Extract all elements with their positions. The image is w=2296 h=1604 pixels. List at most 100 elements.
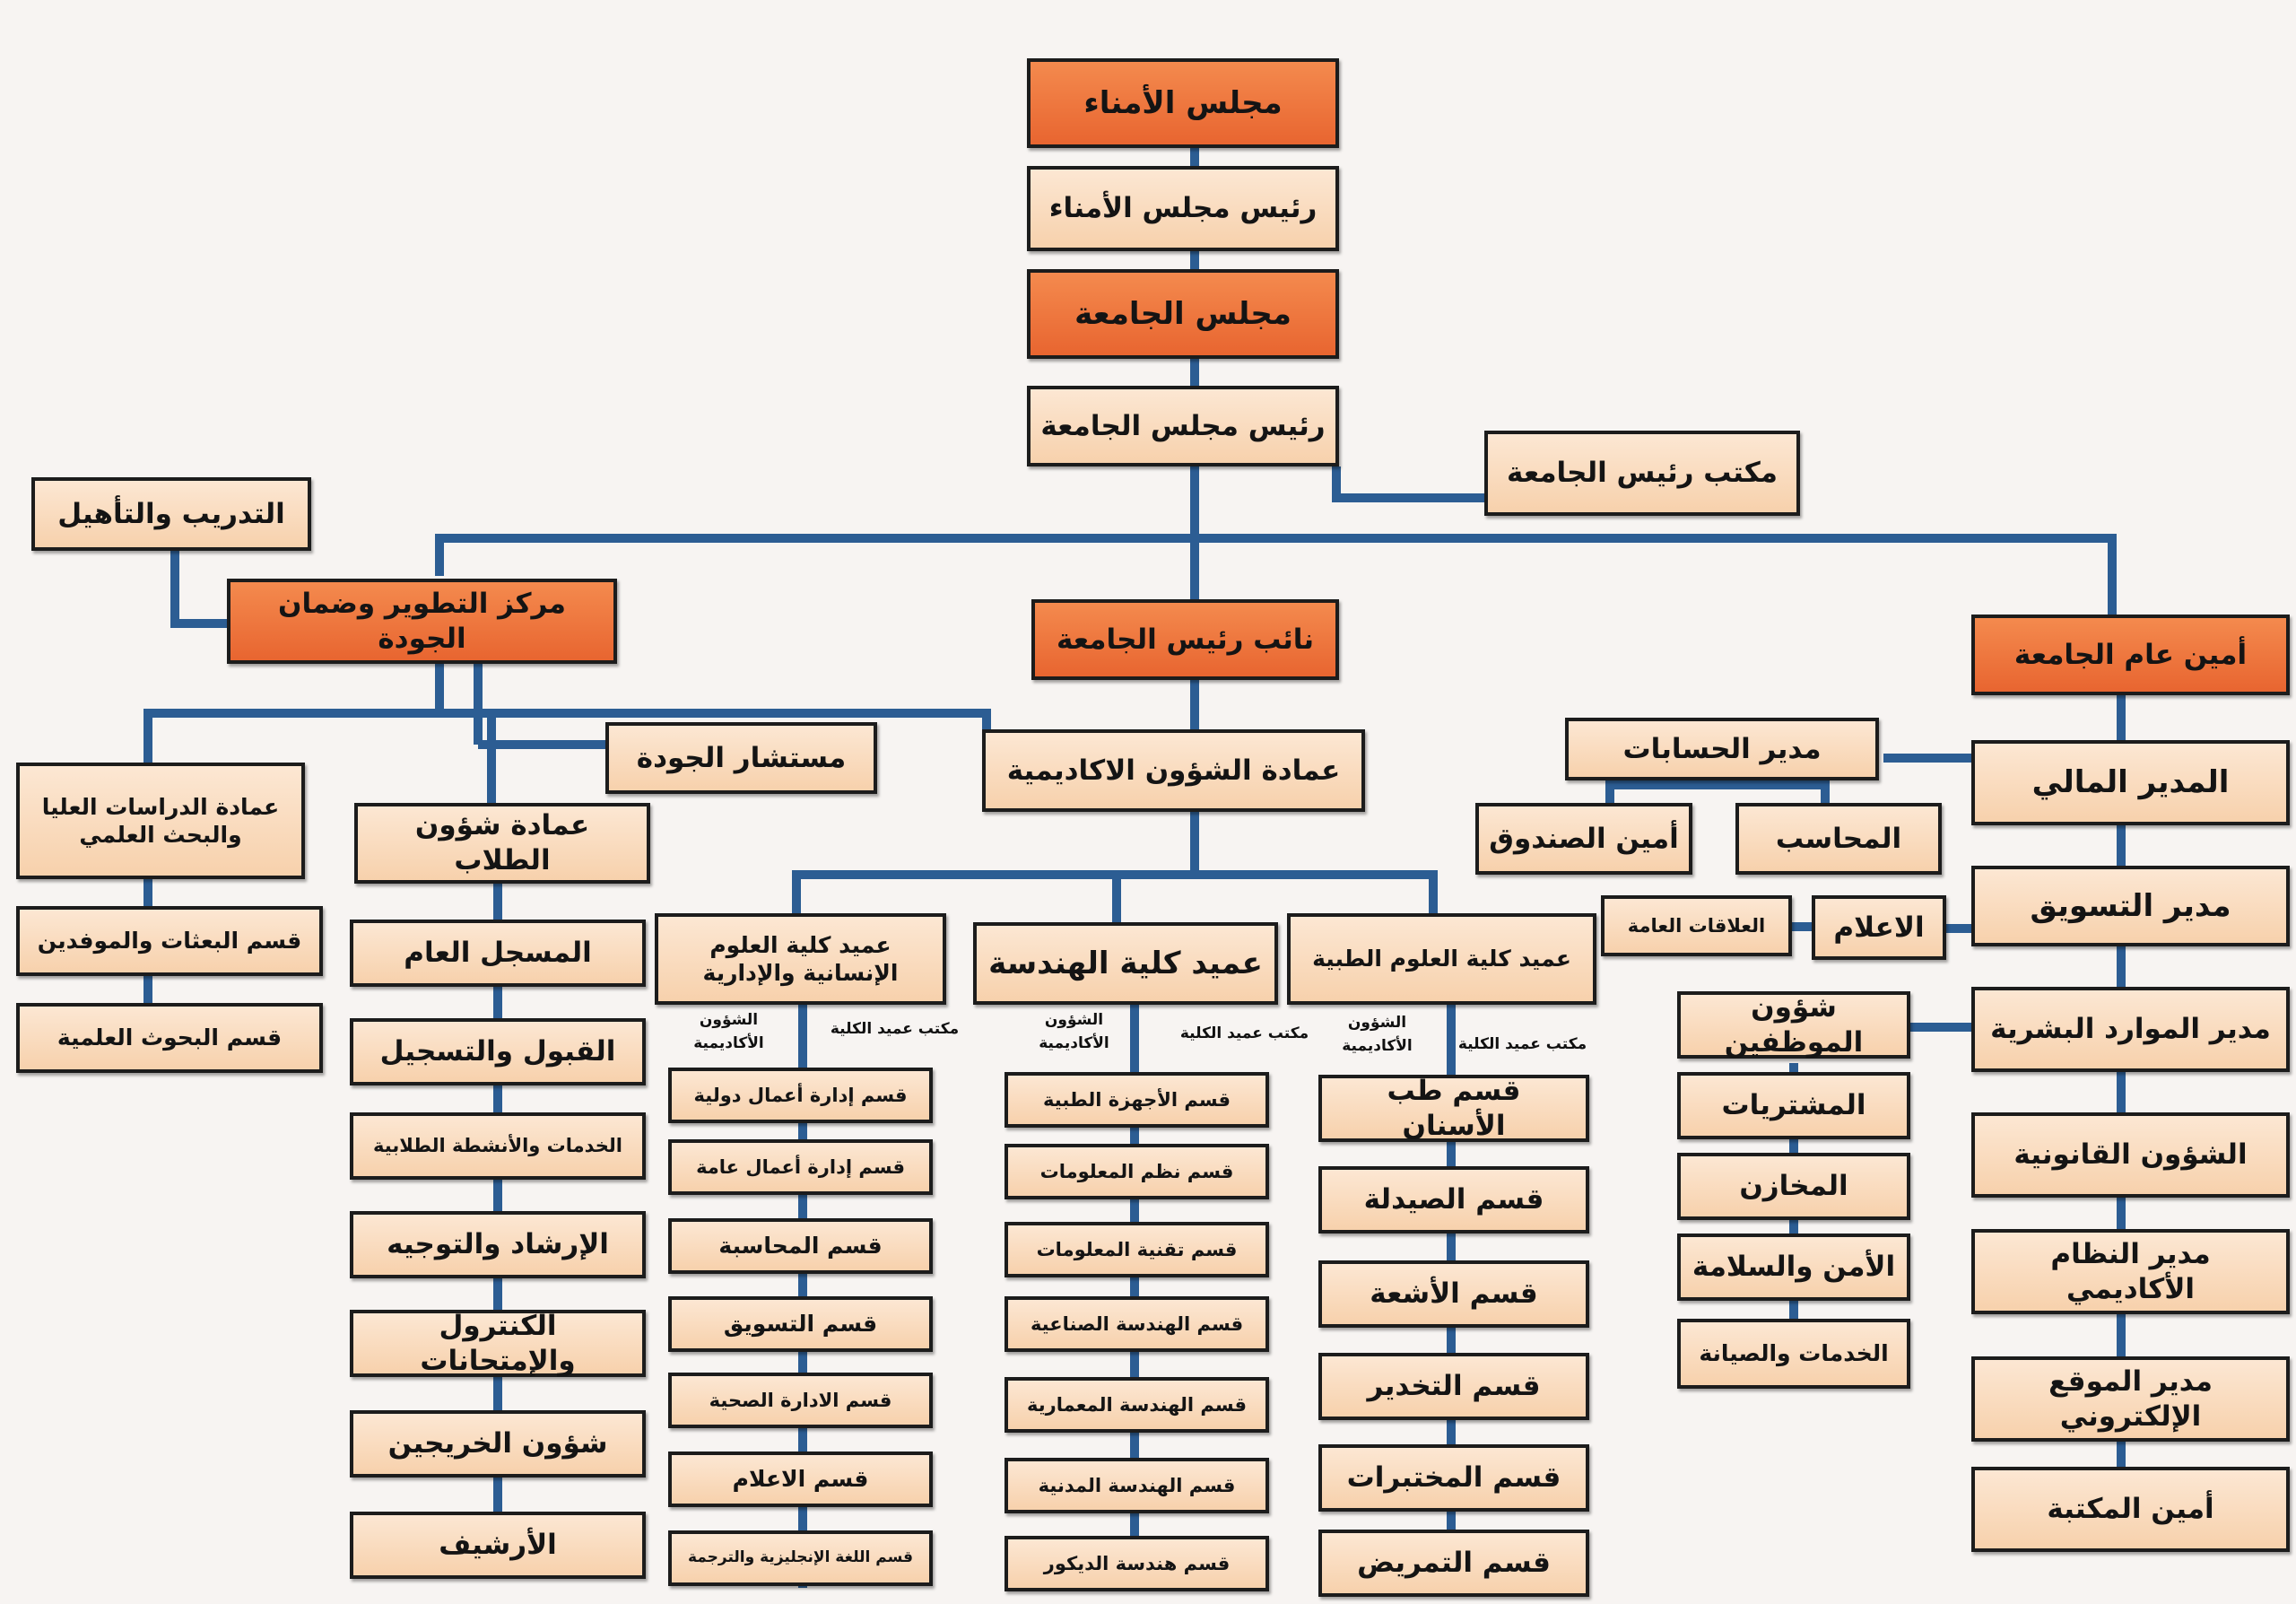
humanities-dept-box: قسم التسويق: [668, 1296, 933, 1352]
engineering-dept-label: قسم الهندسة المدنية: [1038, 1474, 1236, 1496]
humanities-dept-label: قسم إدارة أعمال عامة: [696, 1155, 905, 1178]
president-office-box: مكتب رئيس الجامعة: [1484, 431, 1800, 516]
student-affairs-label: عمادة شؤون الطلاب: [414, 809, 590, 876]
dean-humanities-label: عميد كلية العلوم الإنسانية والإدارية: [702, 931, 899, 986]
board-of-trustees-box: مجلس الأمناء: [1027, 58, 1339, 148]
engineering-dept-box: قسم الهندسة المعمارية: [1004, 1377, 1269, 1433]
engineering-dept-label: قسم نظم المعلومات: [1039, 1160, 1234, 1182]
engineering-dept-box: قسم تقنية المعلومات: [1004, 1222, 1269, 1277]
engineering-dept-box: قسم هندسة الديكور: [1004, 1536, 1269, 1591]
dean-humanities-box: عميد كلية العلوم الإنسانية والإدارية: [655, 913, 946, 1005]
accounts-manager-box: مدير الحسابات: [1565, 718, 1879, 780]
media-label: الاعلام: [1833, 911, 1925, 944]
humanities-dept-label: قسم الادارة الصحية: [709, 1389, 892, 1411]
employee-affairs-label: شؤون الموظفين: [1724, 990, 1864, 1059]
treasurer-label: أمين الصندوق: [1489, 822, 1679, 855]
academic-affairs-note: الشؤون الأكاديمية: [693, 1011, 764, 1052]
accountant-box: المحاسب: [1735, 803, 1942, 875]
stores-label: المخازن: [1739, 1170, 1848, 1203]
humanities-dept-label: قسم إدارة أعمال دولية: [693, 1084, 908, 1106]
dean-medical-box: عميد كلية العلوم الطبية: [1287, 913, 1596, 1005]
student-unit-box: الكنترول والإمتحانات: [350, 1310, 646, 1377]
legal-affairs-label: الشؤون القانونية: [2013, 1138, 2248, 1172]
humanities-dept-label: قسم المحاسبة: [718, 1233, 883, 1260]
humanities-dept-box: قسم الادارة الصحية: [668, 1373, 933, 1428]
accountant-label: المحاسب: [1775, 822, 1902, 855]
quality-center-label: مركز التطوير وضمان الجودة: [278, 587, 566, 655]
medical-dept-box: قسم طب الأسنان: [1318, 1075, 1589, 1142]
humanities-dept-box: قسم المحاسبة: [668, 1218, 933, 1274]
medical-dept-label: قسم المختبرات: [1346, 1461, 1561, 1495]
engineering-dept-box: قسم الهندسة الصناعية: [1004, 1296, 1269, 1352]
hr-manager-label: مدير الموارد البشرية: [1990, 1013, 2271, 1046]
academic-system-manager-label: مدير النظام الأكاديمي: [2050, 1237, 2211, 1305]
dean-office-note: مكتب عميد الكلية: [830, 1020, 960, 1038]
medical-dept-label: قسم التخدير: [1367, 1370, 1541, 1403]
council-president-box: رئيس مجلس الجامعة: [1027, 386, 1339, 466]
medical-dept-label: قسم طب الأسنان: [1387, 1074, 1521, 1142]
dean-engineering-box: عميد كلية الهندسة: [973, 922, 1278, 1005]
purchases-label: المشتريات: [1721, 1089, 1866, 1122]
marketing-manager-label: مدير التسويق: [2030, 887, 2231, 924]
medical-dept-box: قسم التخدير: [1318, 1353, 1589, 1420]
quality-center-box: مركز التطوير وضمان الجودة: [227, 579, 617, 664]
public-relations-box: العلاقات العامة: [1601, 895, 1792, 956]
dean-engineering-label: عميد كلية الهندسة: [988, 945, 1263, 981]
student-unit-box: المسجل العام: [350, 920, 646, 987]
engineering-dept-label: قسم تقنية المعلومات: [1036, 1238, 1238, 1260]
engineering-dept-label: قسم هندسة الديكور: [1043, 1552, 1231, 1574]
dean-medical-label: عميد كلية العلوم الطبية: [1312, 946, 1571, 972]
humanities-dept-box: قسم إدارة أعمال عامة: [668, 1139, 933, 1195]
engineering-dept-box: قسم الهندسة المدنية: [1004, 1458, 1269, 1513]
medical-dept-label: قسم الصيدلة: [1363, 1183, 1544, 1216]
quality-advisor-label: مستشار الجودة: [636, 741, 847, 774]
humanities-dept-box: قسم الاعلام: [668, 1451, 933, 1507]
president-office-label: مكتب رئيس الجامعة: [1507, 457, 1778, 490]
librarian-box: أمين المكتبة: [1971, 1467, 2290, 1552]
medical-dept-box: قسم الأشعة: [1318, 1260, 1589, 1328]
security-safety-label: الأمن والسلامة: [1692, 1251, 1896, 1284]
employee-affairs-box: شؤون الموظفين: [1677, 991, 1910, 1059]
humanities-dept-box: قسم اللغة الإنجليزية والترجمة: [668, 1530, 933, 1586]
board-of-trustees-label: مجلس الأمناء: [1083, 84, 1283, 121]
student-unit-box: الخدمات والأنشطة الطلابية: [350, 1112, 646, 1180]
engineering-dept-box: قسم الأجهزة الطبية: [1004, 1072, 1269, 1128]
student-unit-label: الكنترول والإمتحانات: [420, 1309, 576, 1377]
student-unit-label: الخدمات والأنشطة الطلابية: [373, 1135, 622, 1157]
engineering-dept-label: قسم الهندسة الصناعية: [1030, 1312, 1244, 1335]
website-manager-box: مدير الموقع الإلكتروني: [1971, 1356, 2290, 1442]
academic-affairs-label: عمادة الشؤون الاكاديمية: [1006, 754, 1341, 787]
dean-office-note: مكتب عميد الكلية: [1457, 1035, 1587, 1053]
student-affairs-box: عمادة شؤون الطلاب: [354, 803, 650, 884]
purchases-box: المشتريات: [1677, 1072, 1910, 1139]
university-council-label: مجلس الجامعة: [1074, 295, 1292, 332]
missions-dept-box: قسم البعثات والموفدين: [16, 906, 323, 976]
student-unit-box: الإرشاد والتوجيه: [350, 1211, 646, 1278]
student-unit-label: شؤون الخريجين: [387, 1427, 608, 1460]
missions-dept-label: قسم البعثات والموفدين: [37, 928, 302, 955]
student-unit-label: المسجل العام: [404, 937, 592, 970]
training-box: التدريب والتأهيل: [31, 477, 311, 551]
student-unit-label: الأرشيف: [439, 1529, 557, 1562]
quality-advisor-box: مستشار الجودة: [605, 722, 877, 794]
accounts-manager-label: مدير الحسابات: [1622, 732, 1822, 765]
financial-manager-box: المدير المالي: [1971, 740, 2290, 825]
medical-dept-label: قسم التمريض: [1357, 1547, 1551, 1580]
medical-dept-label: قسم الأشعة: [1370, 1277, 1538, 1311]
graduate-deanship-label: عمادة الدراسات العليا والبحث العلمي: [41, 793, 280, 848]
humanities-dept-label: قسم التسويق: [723, 1311, 878, 1338]
student-unit-label: القبول والتسجيل: [379, 1035, 616, 1068]
hr-manager-box: مدير الموارد البشرية: [1971, 987, 2290, 1072]
medical-dept-box: قسم الصيدلة: [1318, 1166, 1589, 1234]
security-safety-box: الأمن والسلامة: [1677, 1234, 1910, 1301]
dean-office-note: مكتب عميد الكلية: [1179, 1024, 1309, 1042]
marketing-manager-box: مدير التسويق: [1971, 866, 2290, 946]
vice-president-label: نائب رئيس الجامعة: [1056, 623, 1315, 656]
training-label: التدريب والتأهيل: [57, 497, 285, 530]
media-box: الاعلام: [1812, 895, 1946, 960]
student-unit-box: القبول والتسجيل: [350, 1018, 646, 1085]
engineering-dept-label: قسم الأجهزة الطبية: [1043, 1088, 1231, 1111]
academic-affairs-box: عمادة الشؤون الاكاديمية: [982, 729, 1365, 812]
services-maintenance-label: الخدمات والصيانة: [1699, 1340, 1889, 1367]
